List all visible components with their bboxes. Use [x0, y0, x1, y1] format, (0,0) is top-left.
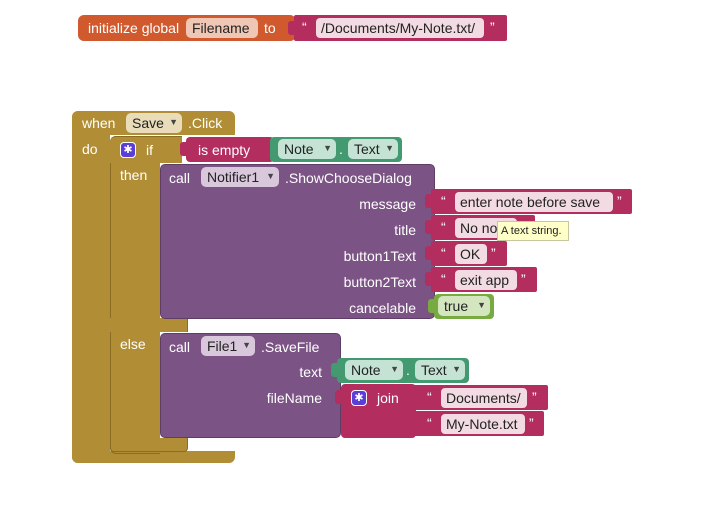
button1text-text-block[interactable]: “ OK ” — [425, 241, 507, 266]
quote-open: “ — [302, 19, 307, 35]
param-cancelable-label: cancelable — [349, 300, 416, 316]
quote-open: “ — [441, 271, 446, 287]
call-label: call — [169, 170, 191, 186]
param-filename-label: fileName — [266, 390, 322, 406]
then-label: then — [120, 167, 148, 183]
chevron-down-icon: ▼ — [477, 300, 486, 310]
if-block-left-bar[interactable] — [110, 136, 160, 454]
chevron-down-icon: ▼ — [169, 117, 178, 127]
if-block-footer[interactable] — [110, 438, 188, 452]
event-name-label: .Click — [188, 115, 223, 131]
quote-close: ” — [521, 271, 526, 287]
notifier-method-label: .ShowChooseDialog — [285, 170, 412, 186]
event-component-dropdown[interactable]: Save▼ — [126, 113, 182, 133]
quote-open: “ — [441, 245, 446, 261]
chevron-down-icon: ▼ — [323, 143, 332, 153]
call-label: call — [169, 339, 191, 355]
join-item-2-text-block[interactable]: “ My-Note.txt ” — [413, 411, 544, 436]
notifier-component-dropdown[interactable]: Notifier1▼ — [201, 167, 279, 187]
else-label: else — [120, 336, 146, 352]
note-text-getter-condition[interactable]: Note▼ . Text▼ — [270, 137, 402, 162]
cond-component-dropdown[interactable]: Note▼ — [278, 139, 336, 159]
param-button1text-label: button1Text — [343, 248, 416, 264]
join-item-1-text-block[interactable]: “ Documents/ ” — [413, 385, 548, 410]
chevron-down-icon: ▼ — [266, 171, 275, 181]
button2text-value-field[interactable]: exit app — [455, 270, 517, 290]
param-text-label: text — [299, 364, 322, 380]
quote-open: “ — [427, 389, 432, 405]
cancelable-value-dropdown[interactable]: true▼ — [438, 296, 490, 316]
event-block-header[interactable]: when Save▼ .Click — [72, 111, 235, 135]
file-call-block[interactable]: call File1▼ .SaveFile text fileName — [160, 333, 341, 438]
logic-socket-nub — [428, 299, 434, 313]
text-dot: . — [406, 362, 410, 378]
if-block-header[interactable]: ✱ if — [110, 136, 182, 163]
quote-open: “ — [427, 415, 432, 431]
quote-open: “ — [441, 193, 446, 209]
text-socket-nub — [425, 220, 431, 234]
if-block-mid-bar — [110, 318, 188, 332]
quote-open: “ — [441, 219, 446, 235]
chevron-down-icon: ▼ — [390, 364, 399, 374]
global-to-label: to — [264, 20, 276, 36]
text-socket-nub — [288, 21, 294, 35]
join-label: join — [377, 390, 399, 406]
chevron-down-icon: ▼ — [242, 340, 251, 350]
param-button2text-label: button2Text — [343, 274, 416, 290]
quote-close: ” — [529, 415, 534, 431]
text-socket-nub — [425, 272, 431, 286]
chevron-down-icon: ▼ — [385, 143, 394, 153]
quote-close: ” — [532, 389, 537, 405]
text-component-dropdown[interactable]: Note▼ — [345, 360, 403, 380]
quote-close: ” — [491, 245, 496, 261]
gear-icon[interactable]: ✱ — [120, 142, 136, 158]
global-name-field[interactable]: Filename — [186, 18, 258, 38]
text-socket-nub — [425, 246, 431, 260]
quote-close: ” — [617, 193, 622, 209]
join-block[interactable]: ✱ join — [335, 384, 416, 438]
notifier-call-block[interactable]: call Notifier1▼ .ShowChooseDialog messag… — [160, 164, 435, 319]
quote-close: ” — [490, 19, 495, 35]
do-label: do — [82, 141, 98, 157]
text-socket-nub — [335, 390, 341, 404]
event-block-left-bar[interactable] — [72, 111, 110, 463]
param-title-label: title — [394, 222, 416, 238]
value-socket-nub — [331, 363, 337, 377]
param-message-label: message — [359, 196, 416, 212]
chevron-down-icon: ▼ — [452, 364, 461, 374]
text-property-dropdown[interactable]: Text▼ — [415, 360, 465, 380]
global-value-text-block[interactable]: “ /Documents/My-Note.txt/ ” — [288, 15, 507, 41]
join-item-2-field[interactable]: My-Note.txt — [441, 414, 525, 434]
when-label: when — [82, 115, 116, 131]
global-value-field[interactable]: /Documents/My-Note.txt/ — [316, 18, 484, 38]
is-empty-label: is empty — [198, 142, 251, 158]
event-block-footer[interactable] — [72, 451, 235, 463]
file-component-dropdown[interactable]: File1▼ — [201, 336, 255, 356]
note-text-getter-savefile[interactable]: Note▼ . Text▼ — [331, 358, 469, 383]
text-socket-nub — [425, 194, 431, 208]
gear-icon[interactable]: ✱ — [351, 390, 367, 406]
join-item-1-field[interactable]: Documents/ — [441, 388, 527, 408]
button1text-value-field[interactable]: OK — [455, 244, 487, 264]
button2text-text-block[interactable]: “ exit app ” — [425, 267, 537, 292]
message-value-field[interactable]: enter note before save — [455, 192, 613, 212]
logic-socket-nub — [180, 142, 186, 156]
tooltip: A text string. — [497, 221, 569, 241]
initialize-global-label: initialize global — [88, 20, 180, 36]
message-text-block[interactable]: “ enter note before save ” — [425, 189, 632, 214]
is-empty-block[interactable]: is empty — [180, 137, 274, 162]
cond-property-dropdown[interactable]: Text▼ — [348, 139, 398, 159]
cancelable-logic-block[interactable]: true▼ — [428, 294, 494, 319]
if-label: if — [146, 142, 153, 158]
cond-dot: . — [339, 141, 343, 157]
file-method-label: .SaveFile — [261, 339, 320, 355]
initialize-global-block[interactable]: initialize global Filename to — [78, 15, 296, 41]
